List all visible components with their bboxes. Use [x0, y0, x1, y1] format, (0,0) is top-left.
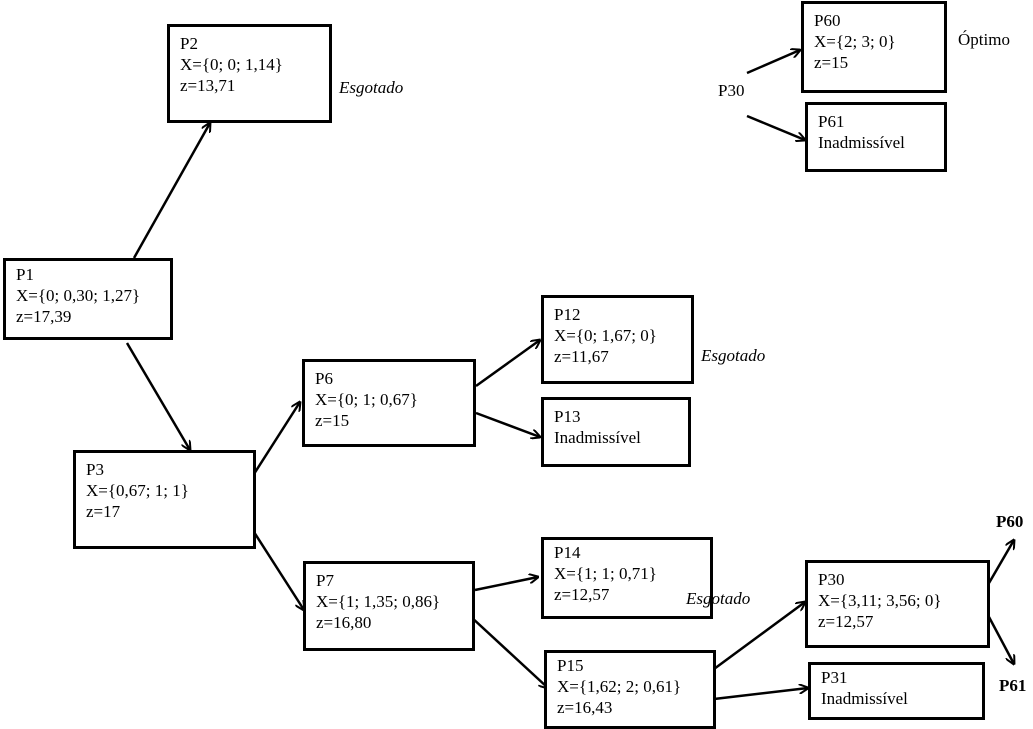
node-label: P31	[821, 668, 848, 687]
node-objective: z=16,43	[557, 698, 613, 717]
edge-p15-p30	[713, 602, 805, 671]
node-solution: X={0,67; 1; 1}	[86, 481, 189, 500]
edge-p30-p61	[987, 616, 1014, 664]
status-label-p12: Esgotado	[701, 346, 766, 365]
node-label: P61	[818, 112, 845, 131]
ref-p61: P61	[999, 676, 1027, 695]
ref-p60: P60	[996, 512, 1024, 531]
node-objective: z=12,57	[818, 612, 874, 631]
node-objective: z=17,39	[16, 307, 72, 326]
status-label-p14: Esgotado	[686, 589, 751, 608]
node-label: P1	[16, 265, 34, 284]
status-label-p60: Óptimo	[958, 30, 1010, 49]
node-p12: P12 X={0; 1,67; 0} z=11,67	[541, 295, 694, 384]
node-p1: P1 X={0; 0,30; 1,27} z=17,39	[3, 258, 173, 340]
node-label: P30	[818, 570, 845, 589]
node-status: Inadmissível	[821, 689, 908, 708]
node-solution: X={0; 0,30; 1,27}	[16, 286, 141, 305]
node-label: P7	[316, 571, 334, 590]
node-p60: P60 X={2; 3; 0} z=15	[801, 1, 947, 93]
edge-p30-p60	[987, 540, 1014, 584]
edge-inset-p30-p61	[746, 114, 805, 140]
inset-p30-label: P30	[718, 81, 745, 100]
node-objective: z=12,57	[554, 585, 610, 604]
node-label: P13	[554, 407, 581, 426]
node-solution: X={0; 0; 1,14}	[180, 55, 283, 74]
node-solution: X={1; 1; 0,71}	[554, 564, 657, 583]
node-solution: X={0; 1; 0,67}	[315, 390, 418, 409]
node-p13: P13 Inadmissível	[541, 397, 691, 467]
node-p7: P7 X={1; 1,35; 0,86} z=16,80	[303, 561, 475, 651]
node-objective: z=15	[315, 411, 350, 430]
node-status: Inadmissível	[554, 428, 641, 447]
node-p15: P15 X={1,62; 2; 0,61} z=16,43	[544, 650, 716, 729]
node-solution: X={1,62; 2; 0,61}	[557, 677, 682, 696]
edge-p7-p14	[474, 577, 538, 592]
edge-p1-p3	[125, 342, 190, 450]
node-solution: X={1; 1,35; 0,86}	[316, 592, 441, 611]
node-objective: z=15	[814, 53, 849, 72]
node-label: P15	[557, 656, 584, 675]
edge-p7-p15	[469, 615, 548, 688]
node-solution: X={0; 1,67; 0}	[554, 326, 657, 345]
edge-p15-p31	[713, 688, 808, 701]
edge-inset-p30-p60	[746, 50, 800, 75]
node-objective: z=13,71	[180, 76, 236, 95]
node-objective: z=16,80	[316, 613, 372, 632]
node-label: P14	[554, 543, 581, 562]
edge-p6-p12	[475, 340, 540, 388]
node-status: Inadmissível	[818, 133, 905, 152]
node-objective: z=17	[86, 502, 121, 521]
node-label: P60	[814, 11, 841, 30]
node-p3: P3 X={0,67; 1; 1} z=17	[73, 450, 256, 549]
edge-p6-p13	[475, 411, 540, 437]
node-p6: P6 X={0; 1; 0,67} z=15	[302, 359, 476, 447]
node-p61: P61 Inadmissível	[805, 102, 947, 172]
node-solution: X={3,11; 3,56; 0}	[818, 591, 942, 610]
node-label: P12	[554, 305, 581, 324]
node-p31: P31 Inadmissível	[808, 662, 985, 720]
edge-p3-p6	[252, 402, 300, 475]
node-label: P6	[315, 369, 333, 388]
node-objective: z=11,67	[554, 347, 609, 366]
node-p30: P30 X={3,11; 3,56; 0} z=12,57	[805, 560, 990, 648]
edge-p3-p7	[252, 531, 304, 610]
edge-p1-p2	[132, 123, 210, 259]
node-label: P3	[86, 460, 104, 479]
status-label-p2: Esgotado	[339, 78, 404, 97]
node-p2: P2 X={0; 0; 1,14} z=13,71	[167, 24, 332, 123]
node-p14: P14 X={1; 1; 0,71} z=12,57	[541, 537, 713, 619]
node-solution: X={2; 3; 0}	[814, 32, 896, 51]
node-label: P2	[180, 34, 198, 53]
